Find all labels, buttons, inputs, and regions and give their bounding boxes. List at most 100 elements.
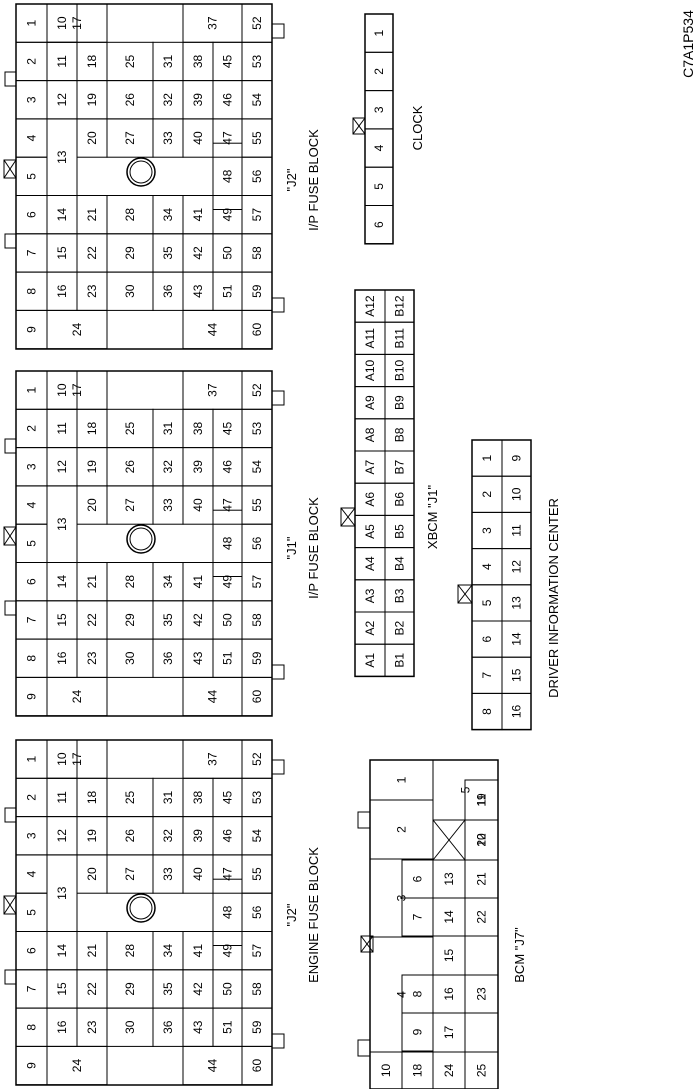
pin-label: 20 — [85, 867, 99, 881]
pin-label: 10 — [510, 487, 524, 501]
pin-label: 53 — [250, 54, 264, 68]
pin-label: 34 — [161, 575, 175, 589]
pin-cell — [241, 309, 273, 350]
pin-label: 7 — [25, 616, 39, 623]
pin-label: 14 — [442, 910, 456, 924]
bcm-pin — [464, 897, 499, 937]
pin-label: 13 — [55, 150, 69, 164]
pin-label: 3 — [480, 527, 494, 534]
pin-label: 22 — [85, 982, 99, 996]
pin-label: 5 — [25, 173, 39, 180]
pin-label: 9 — [25, 693, 39, 700]
xbcm-connector: A12A11A10A9A8A7A6A5A4A3A2A1B12B11B10B9B8… — [340, 289, 415, 678]
pin-label: 12 — [475, 833, 489, 847]
connector-tab — [4, 807, 17, 823]
pin-label: 21 — [85, 575, 99, 589]
pin-label: 31 — [161, 790, 175, 804]
pin-label: 8 — [25, 1024, 39, 1031]
pin-label: 48 — [221, 905, 235, 919]
pin-label: 41 — [191, 575, 205, 589]
pin-label: 56 — [250, 169, 264, 183]
pin-label: 44 — [206, 690, 220, 704]
pin-label: 52 — [250, 383, 264, 397]
pin-label: 60 — [250, 323, 264, 337]
pin-label: 2 — [25, 425, 39, 432]
labels: C7A1P534 "J2" I/P FUSE BLOCK "J1" I/P FU… — [284, 10, 696, 983]
pin-label: 10 — [379, 1064, 393, 1078]
mounting-hole-inner — [129, 527, 153, 551]
key-mark-line — [3, 895, 17, 915]
pin-label: 13 — [442, 872, 456, 886]
pin-label: 11 — [55, 55, 69, 68]
pin-label: 43 — [191, 1020, 205, 1034]
pin-label: 59 — [250, 651, 264, 665]
pin-label: 37 — [206, 752, 220, 766]
pin-label: 7 — [25, 249, 39, 256]
xbcm-outline — [354, 289, 415, 678]
pin-label: 47 — [221, 131, 235, 145]
connector-key-mark — [3, 895, 17, 915]
pin-label: 17 — [70, 383, 84, 397]
pin-label: 2 — [395, 826, 409, 833]
pin-label: 23 — [85, 1020, 99, 1034]
connector-key-mark — [3, 526, 17, 546]
pin-label: 55 — [250, 131, 264, 145]
pin-label: 4 — [25, 870, 39, 877]
pin-label: A10 — [363, 360, 377, 382]
pin-label: A2 — [363, 620, 377, 635]
pin-label: 42 — [191, 246, 205, 260]
pin-label: 5 — [480, 599, 494, 606]
pin-label: 16 — [442, 987, 456, 1001]
pin-label: 11 — [55, 422, 69, 435]
fuse-block-3: 1234567891011121314151617241819202122232… — [3, 739, 285, 1086]
pin-label: 13 — [55, 886, 69, 900]
pin-label: 6 — [372, 221, 386, 228]
connector-tab — [271, 1033, 285, 1049]
pin-label: 58 — [250, 613, 264, 627]
pin-label: 17 — [70, 752, 84, 766]
pin-label: 1 — [480, 454, 494, 461]
pin-label: 37 — [206, 16, 220, 30]
xbcm-title: XBCM "J1" — [425, 485, 440, 550]
pin-label: 60 — [250, 690, 264, 704]
pin-label: 18 — [411, 1064, 425, 1078]
pin-label: 47 — [221, 498, 235, 512]
pin-label: 28 — [123, 944, 137, 958]
pin-label: 38 — [191, 790, 205, 804]
pin-label: 12 — [55, 93, 69, 107]
connector-tab — [4, 233, 17, 249]
pin-label: A9 — [363, 395, 377, 410]
pin-label: 18 — [85, 54, 99, 68]
pin-label: 49 — [221, 575, 235, 589]
pin-label: 57 — [250, 944, 264, 958]
pin-label: 36 — [161, 1020, 175, 1034]
pin-label: 56 — [250, 536, 264, 550]
pin-label: 48 — [221, 169, 235, 183]
pin-label: 16 — [55, 651, 69, 665]
pin-label: 6 — [25, 211, 39, 218]
pin-label: B2 — [393, 620, 407, 635]
key-mark-line — [3, 159, 17, 179]
pin-cell — [241, 1045, 273, 1086]
pin-label: B11 — [393, 328, 407, 349]
pin-label: 45 — [221, 421, 235, 435]
pin-label: 2 — [25, 794, 39, 801]
pin-label: 50 — [221, 613, 235, 627]
pin-label: B8 — [393, 427, 407, 442]
pin-label: 32 — [161, 93, 175, 107]
pin-label: 5 — [25, 540, 39, 547]
pin-label: 42 — [191, 613, 205, 627]
pin-label: 29 — [123, 246, 137, 260]
pin-label: 45 — [221, 54, 235, 68]
pin-label: 43 — [191, 284, 205, 298]
pin-label: A3 — [363, 588, 377, 603]
pin-label: 1 — [25, 19, 39, 26]
pin-label: 39 — [191, 829, 205, 843]
connector-tab — [4, 969, 17, 985]
pin-label: 10 — [55, 752, 69, 766]
small-connectors: 123456A12A11A10A9A8A7A6A5A4A3A2A1B12B11B… — [340, 13, 532, 1089]
pin-label: 46 — [221, 829, 235, 843]
connector-key-mark — [360, 935, 374, 953]
